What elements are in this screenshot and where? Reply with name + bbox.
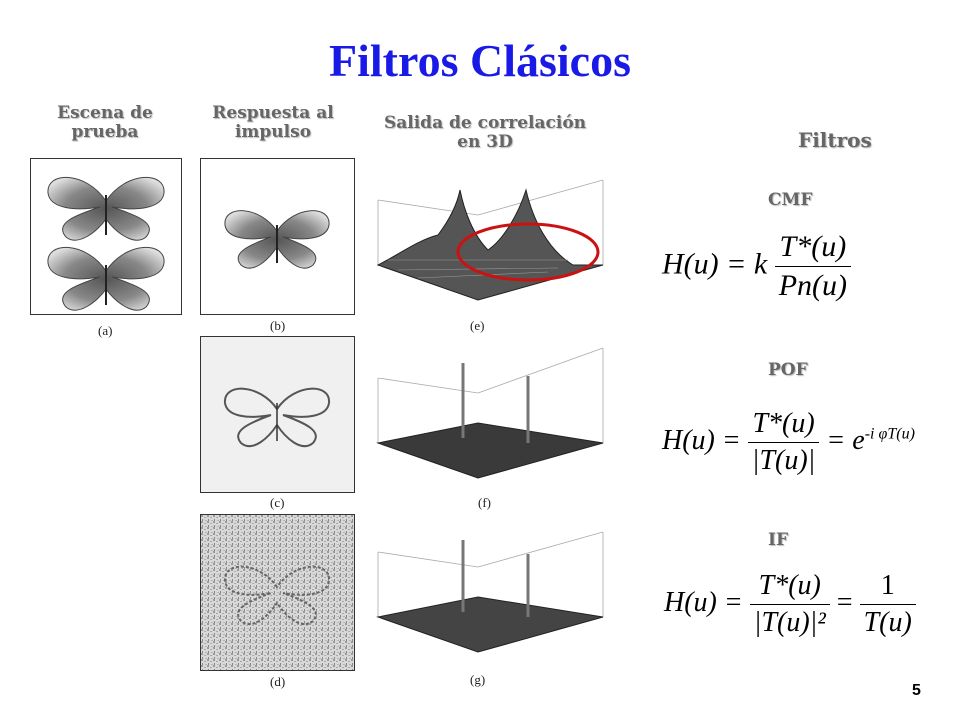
panel-label-e: (e) xyxy=(470,318,485,333)
cmf-label: CMF xyxy=(768,190,813,210)
butterfly-scene-image xyxy=(47,177,165,311)
correlation-surface-e xyxy=(376,179,604,301)
panel-label-a: (a) xyxy=(98,323,113,338)
pof-rhs: = e xyxy=(826,424,865,456)
column-header-correlation: Salida de correlación en 3D xyxy=(383,113,587,152)
if-label: IF xyxy=(768,530,789,550)
if-equals: = xyxy=(836,586,853,618)
correlation-surface-g xyxy=(376,531,604,653)
pof-label: POF xyxy=(768,360,808,380)
panel-label-d: (d) xyxy=(270,674,286,689)
if-fraction-2: 1 T(u) xyxy=(859,570,916,639)
cmf-fraction: T*(u) Pn(u) xyxy=(774,230,852,303)
impulse-image-panel-d xyxy=(200,514,355,671)
cmf-formula: H(u) = k T*(u) Pn(u) xyxy=(662,230,852,303)
panel-label-f: (f) xyxy=(478,495,491,510)
impulse-image-panel-b xyxy=(200,158,355,315)
page-number: 5 xyxy=(912,682,921,699)
column-header-impulse: Respuesta al impulso xyxy=(212,103,334,142)
panel-label-c: (c) xyxy=(270,495,285,510)
butterfly-impulse-image xyxy=(224,210,330,269)
noisy-butterfly-image xyxy=(201,515,354,670)
impulse-image-panel-c xyxy=(200,336,355,493)
butterfly-outline-image xyxy=(201,337,354,492)
column-header-scene: Escena de prueba xyxy=(57,103,153,142)
pof-denominator: |T(u)| xyxy=(747,442,820,477)
pof-formula: H(u) = T*(u) |T(u)| = e-i φT(u) xyxy=(662,408,915,477)
pof-lhs: H(u) = xyxy=(662,424,741,456)
correlation-plot-g xyxy=(368,512,608,672)
pof-exponent: -i φT(u) xyxy=(864,425,915,443)
if-fraction: T*(u) |T(u)|² xyxy=(749,570,830,639)
cmf-numerator: T*(u) xyxy=(779,230,847,263)
cmf-lhs: H(u) = k xyxy=(662,247,768,281)
scene-image-panel xyxy=(30,158,182,315)
if-denominator-2: T(u) xyxy=(859,604,916,639)
filters-heading: Filtros xyxy=(798,128,872,152)
if-formula: H(u) = T*(u) |T(u)|² = 1 T(u) xyxy=(664,570,916,639)
if-denominator: |T(u)|² xyxy=(749,604,830,639)
panel-label-g: (g) xyxy=(470,672,486,687)
correlation-surface-f xyxy=(376,347,604,479)
cmf-denominator: Pn(u) xyxy=(774,266,852,303)
panel-label-b: (b) xyxy=(270,318,286,333)
if-lhs: H(u) = xyxy=(664,586,743,618)
page-title: Filtros Clásicos xyxy=(329,35,631,86)
correlation-plot-e xyxy=(368,160,608,320)
highlight-ellipse xyxy=(456,222,600,282)
if-numerator: T*(u) xyxy=(758,570,821,601)
pof-fraction: T*(u) |T(u)| xyxy=(747,408,820,477)
if-numerator-2: 1 xyxy=(880,570,895,601)
pof-numerator: T*(u) xyxy=(752,408,815,439)
correlation-plot-f xyxy=(368,338,608,498)
